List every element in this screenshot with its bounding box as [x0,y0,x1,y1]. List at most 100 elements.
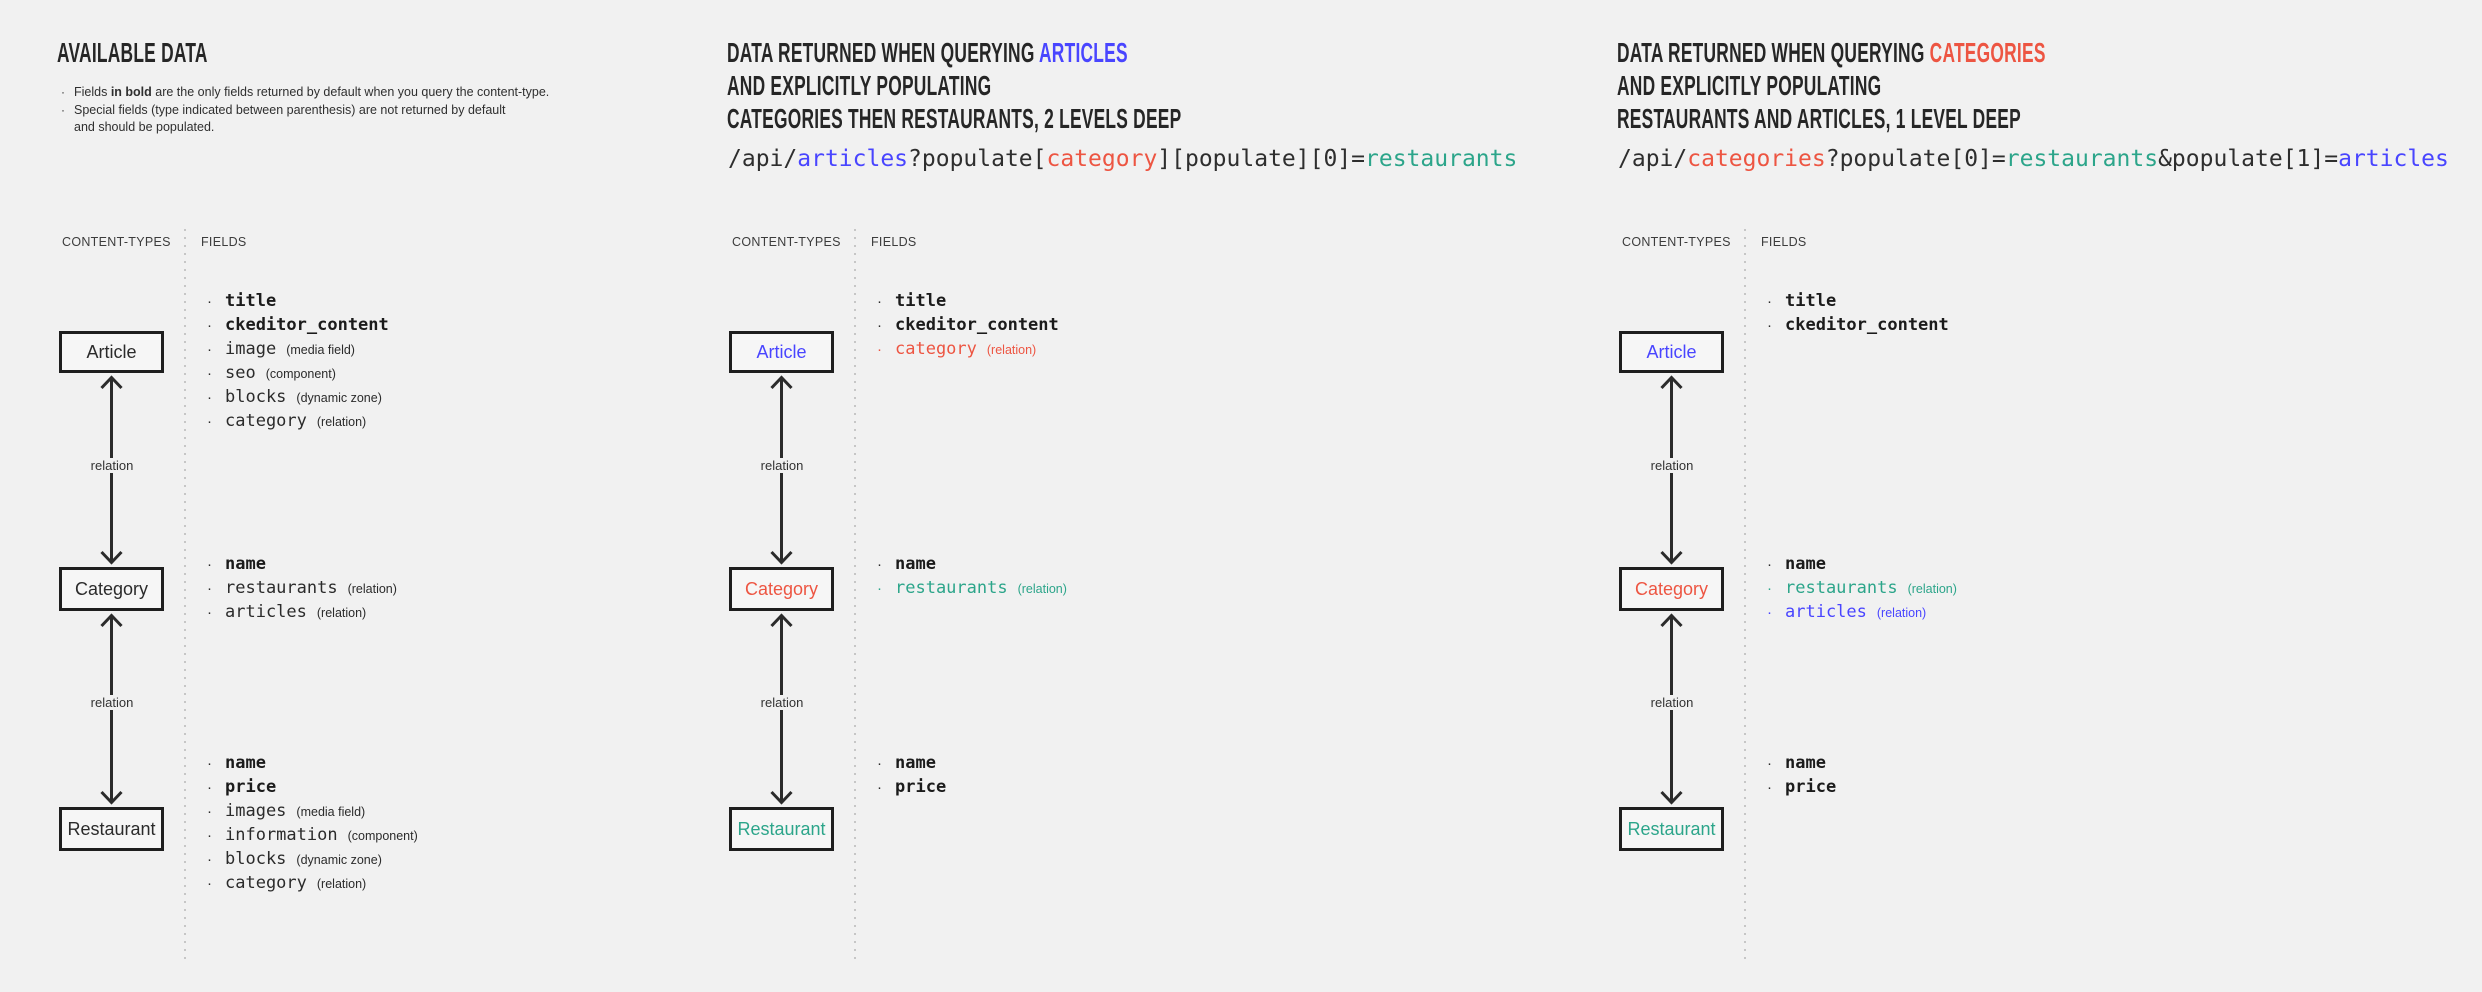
note-item: · Fields in bold are the only fields retu… [61,84,549,102]
field-name: title [895,291,947,311]
field-name: restaurants [895,578,1008,598]
bullet-icon: · [61,85,65,99]
field-name: category [225,873,307,893]
content-type-box-restaurant: Restaurant [1619,807,1724,851]
bullet-icon [61,119,74,137]
note-item: ·Special fields (type indicated between … [61,102,549,120]
field-name: name [1785,753,1826,773]
field-item: ·image(media field) [207,339,389,363]
api-url-code: /api/categories?populate[0]=restaurants&… [1618,146,2449,172]
column-label-fields: FIELDS [1761,235,1807,249]
column-label-fields: FIELDS [201,235,247,249]
field-item: · name [207,753,418,777]
relation-label: relation [755,695,809,710]
field-type: (dynamic zone) [296,391,382,405]
title-line: RESTAURANTS AND ARTICLES, 1 LEVEL DEEP [1617,102,2046,135]
field-type: (media field) [296,805,366,819]
field-name: ckeditor_content [1785,315,1949,335]
field-name: blocks [225,387,287,407]
field-name: information [225,825,338,845]
column-separator [854,229,856,959]
title-segment: CATEGORIES THEN RESTAURANTS, 2 LEVELS DE… [727,103,1182,134]
fields-group-category: ·name·restaurants(relation)·articles(rel… [207,554,397,626]
field-item: ·category(relation) [207,411,389,435]
field-name: articles [225,602,307,622]
field-type: (media field) [286,343,355,357]
field-type: (relation) [1876,606,1927,620]
field-item: · price [877,777,946,801]
code-segment: articles [797,146,909,172]
column-label-content-types: CONTENT-TYPES [732,235,841,249]
field-item: ·title [877,291,1059,315]
bullet-icon: · [207,755,212,772]
field-name: ckeditor_content [225,315,389,335]
note-segment: in bold [110,85,152,99]
bullet-icon: · [207,556,212,573]
bullet-icon: · [61,102,65,117]
bullet-icon: · [1767,580,1772,597]
bullet-icon: · [207,779,212,796]
field-type: (relation) [316,877,367,891]
relation-label: relation [85,458,139,473]
field-name: name [225,554,266,574]
note-text: Fields in bold are the only fields retur… [74,84,549,102]
bullet-icon: · [877,779,882,796]
title-segment: DATA RETURNED WHEN QUERYING [727,37,1040,68]
bullet-icon: · [207,803,212,820]
field-item: ·title [1767,291,1949,315]
field-name: image [225,339,277,359]
fields-group-article: ·title·ckeditor_content·image(media fiel… [207,291,389,435]
field-name: name [225,753,266,773]
field-item: ·name [877,554,1067,578]
bullet-icon: · [877,556,882,573]
field-item: ·images(media field) [207,801,418,825]
notes-list: · Fields in bold are the only fields retu… [61,84,549,137]
api-url-code: /api/articles?populate[category][populat… [728,146,1517,172]
field-name: ckeditor_content [895,315,1059,335]
field-item: ·ckeditor_content [877,315,1059,339]
panel-title: DATA RETURNED WHEN QUERYING ARTICLES AND … [727,36,1181,135]
field-name: title [1785,291,1837,311]
field-name: price [895,777,947,797]
bullet-icon: · [207,827,212,844]
field-item: ·category(relation) [877,339,1059,363]
fields-group-restaurant: · name · price [877,753,946,801]
relation-label: relation [1645,458,1699,473]
field-type: (relation) [316,606,367,620]
relation-label: relation [1645,695,1699,710]
note-segment: are the only fields returned by default … [151,85,550,99]
field-item: ·blocks(dynamic zone) [207,849,418,873]
box-label: Article [1646,341,1697,362]
code-segment: ?populate[0]= [1825,146,2006,172]
bullet-icon: · [1767,755,1772,772]
box-label: Article [86,341,137,362]
code-segment: ?populate[ [908,146,1047,172]
field-item: ·ckeditor_content [1767,315,1949,339]
box-label: Category [744,578,819,599]
title-segment: AVAILABLE DATA [57,37,208,68]
title-accent: ARTICLES [1039,37,1128,68]
field-name: blocks [225,849,287,869]
field-name: name [895,753,936,773]
field-type: (component) [265,367,336,381]
field-item: ·ckeditor_content [207,315,389,339]
title-segment: AND EXPLICITLY POPULATING [727,70,992,101]
relation-label: relation [85,695,139,710]
content-type-box-article: Article [59,331,164,373]
field-name: name [1785,554,1826,574]
field-type: (relation) [347,582,397,596]
relation-label: relation [755,458,809,473]
column-label-content-types: CONTENT-TYPES [1622,235,1731,249]
title-segment: AND EXPLICITLY POPULATING [1617,70,1882,101]
title-line: AND EXPLICITLY POPULATING [1617,69,2046,102]
field-item: ·category(relation) [207,873,418,897]
bullet-icon: · [207,365,212,382]
bullet-icon: · [1767,779,1772,796]
title-accent: CATEGORIES [1929,37,2046,68]
field-name: seo [225,363,256,383]
content-type-box-article: Article [729,331,834,373]
field-name: restaurants [1785,578,1898,598]
field-item: ·blocks(dynamic zone) [207,387,389,411]
field-name: title [225,291,277,311]
